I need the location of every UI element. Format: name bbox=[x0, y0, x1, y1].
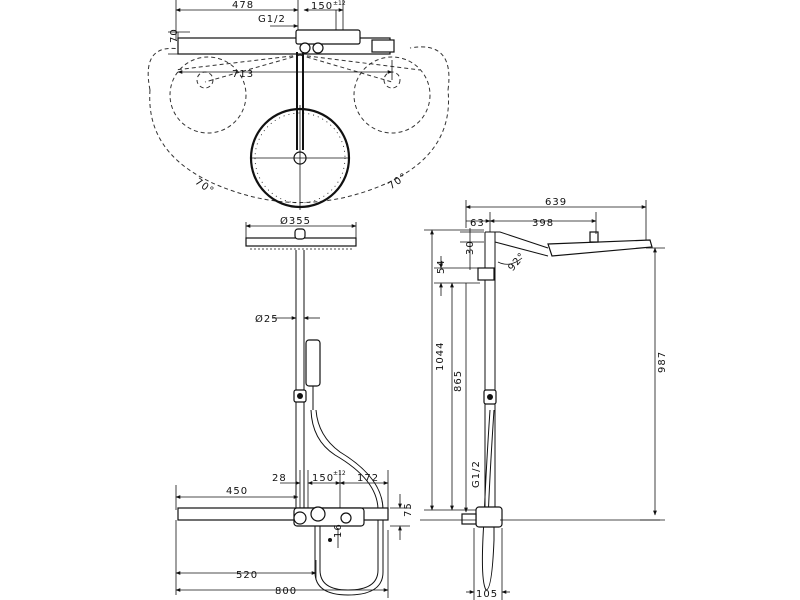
angle-right: 70° bbox=[386, 171, 409, 192]
tray-tip bbox=[371, 39, 395, 53]
dim-75: 75 bbox=[403, 502, 414, 517]
dim-355: Ø355 bbox=[280, 215, 311, 227]
dim-713-top: 713 bbox=[232, 69, 254, 80]
dim-478-top: 478 bbox=[232, 0, 254, 11]
angle-92: 92° bbox=[506, 251, 528, 274]
top-view: 478 G1/2 150 ±12 70 713 70° 70° bbox=[147, 0, 450, 210]
dim-16: 16 bbox=[333, 523, 344, 538]
dim-150-tol-top: ±12 bbox=[333, 0, 346, 7]
dim-28: 28 bbox=[272, 473, 287, 484]
hose bbox=[310, 409, 379, 591]
dim-150-front: 150 bbox=[312, 473, 334, 484]
side-view: 639 63 398 30 92° 54 1044 865 G1/2 bbox=[420, 197, 668, 600]
dim-105: 105 bbox=[476, 589, 498, 600]
dim-25: Ø25 bbox=[255, 313, 279, 325]
dim-g12-side: G1/2 bbox=[471, 460, 482, 488]
hand-shower bbox=[305, 339, 321, 387]
dim-54: 54 bbox=[436, 259, 447, 274]
swing-arc-right-top bbox=[409, 46, 450, 91]
ghost-head-right bbox=[353, 56, 431, 134]
dim-1044: 1044 bbox=[435, 342, 446, 371]
dim-520: 520 bbox=[236, 570, 258, 581]
connector-block bbox=[295, 29, 361, 45]
dim-639: 639 bbox=[545, 197, 567, 208]
swing-arc-left-top bbox=[147, 47, 186, 91]
dim-172: 172 bbox=[357, 473, 379, 484]
front-view: Ø355 Ø25 28 150 ±12 172 bbox=[175, 215, 414, 598]
dim-70-top: 70 bbox=[169, 28, 180, 43]
dim-g12-top: G1/2 bbox=[258, 14, 286, 25]
dim-450: 450 bbox=[226, 486, 248, 497]
dim-398: 398 bbox=[532, 218, 554, 229]
dim-800: 800 bbox=[275, 586, 297, 597]
angle-left: 70° bbox=[193, 176, 216, 197]
ghost-head-left bbox=[169, 56, 247, 134]
dim-63: 63 bbox=[470, 218, 485, 229]
thermostat-knob bbox=[310, 506, 326, 522]
dim-30: 30 bbox=[465, 240, 476, 255]
thermostat-side bbox=[475, 506, 503, 528]
dim-987: 987 bbox=[657, 351, 668, 373]
dim-150-top: 150 bbox=[311, 1, 333, 12]
riser-clamp bbox=[477, 267, 495, 281]
dim-865: 865 bbox=[453, 370, 464, 392]
shower-arm bbox=[485, 231, 549, 249]
head-shower-side bbox=[547, 239, 653, 257]
dim-150-tol-front: ±12 bbox=[333, 470, 346, 477]
